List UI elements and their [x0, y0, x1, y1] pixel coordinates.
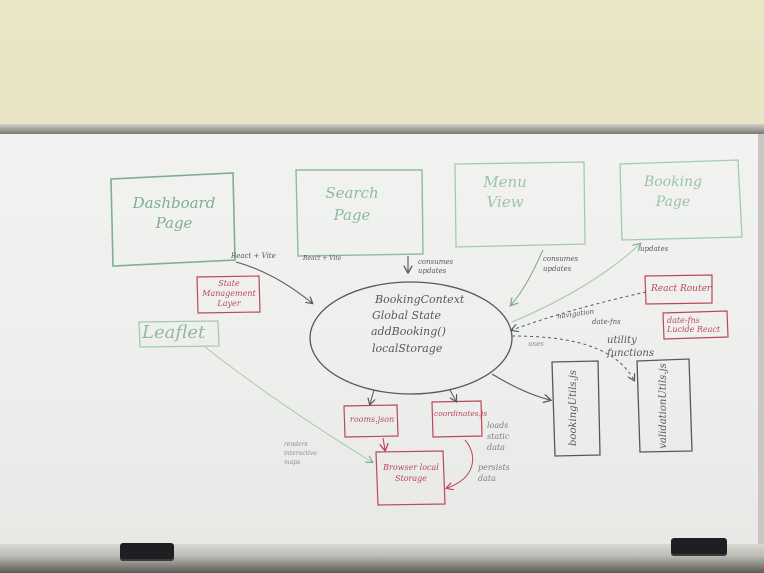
label-consumes-updates-2: consumes updates: [543, 255, 579, 273]
booking-context-ellipse: [309, 281, 513, 395]
menu-view-box: [454, 161, 586, 248]
arrow-context-to-booking: [511, 244, 640, 323]
whiteboard: [0, 134, 764, 544]
booking-page-box: [619, 159, 743, 241]
validation-utils-box: [636, 358, 693, 453]
context-line-1: BookingContext: [375, 293, 465, 306]
search-page-title: Search Page: [325, 184, 379, 224]
browser-storage-text: Browser local Storage: [383, 463, 439, 483]
label-loads-static-data: loads static data: [487, 421, 510, 452]
validation-utils-text: validationUtils.js: [658, 363, 669, 449]
dashboard-page-title: Dashboard Page: [132, 194, 216, 232]
booking-utils-text: bookingUtils.js: [568, 370, 579, 446]
label-react-vite-1: React + Vite: [231, 252, 276, 260]
react-router-text: React Router: [651, 284, 712, 294]
arrow-router-to-context: [512, 291, 647, 330]
coordinates-text: coordinates.js: [434, 409, 488, 418]
eraser-right: [671, 538, 727, 556]
arrow-context-to-validation: [511, 335, 634, 380]
state-management-text: State Management Layer: [202, 279, 256, 308]
label-updates: updates: [640, 245, 669, 253]
label-consumes-updates-1: consumes updates: [418, 258, 454, 275]
context-line-4: localStorage: [372, 342, 443, 355]
eraser-left: [120, 543, 174, 561]
arrow-persist-to-storage: [447, 439, 474, 488]
arrow-rooms-to-storage: [383, 437, 385, 450]
menu-view-title: Menu View: [483, 173, 527, 211]
arrow-leaflet-to-storage: [204, 346, 372, 462]
label-persists-data: persists data: [478, 463, 510, 483]
whiteboard-top-rail: [0, 124, 764, 134]
arrow-context-to-booking-utils: [491, 373, 550, 400]
label-react-vite-2: React + Vite: [303, 255, 342, 262]
rooms-json-text: rooms.json: [350, 415, 395, 424]
label-date-fns: date-fns: [592, 318, 621, 326]
state-management-box: [196, 275, 261, 314]
booking-page-title: Booking Page: [643, 174, 703, 210]
leaflet-title: Leaflet: [142, 322, 206, 343]
booking-utils-box: [551, 360, 601, 457]
dashboard-page-box: [110, 172, 236, 267]
browser-storage-box: [375, 450, 446, 506]
arrow-dashboard-to-context: [235, 261, 312, 303]
label-uses: uses: [528, 340, 544, 348]
context-line-3: addBooking(): [371, 325, 446, 338]
date-fns-box: [662, 310, 729, 340]
coordinates-box: [431, 400, 483, 438]
label-utility-functions: utility functions: [607, 335, 654, 359]
search-page-box: [295, 169, 424, 257]
arrow-context-to-rooms: [370, 389, 374, 404]
context-line-2: Global State: [372, 309, 441, 322]
rooms-json-box: [343, 404, 399, 438]
arrow-context-to-coordinates: [449, 389, 456, 401]
arrow-menu-to-context: [511, 249, 544, 305]
react-router-box: [644, 274, 713, 305]
date-fns-text: date-fns Lucide React: [667, 316, 721, 334]
leaflet-box: [138, 320, 220, 348]
label-renders-maps: renders interactive maps: [284, 441, 317, 466]
